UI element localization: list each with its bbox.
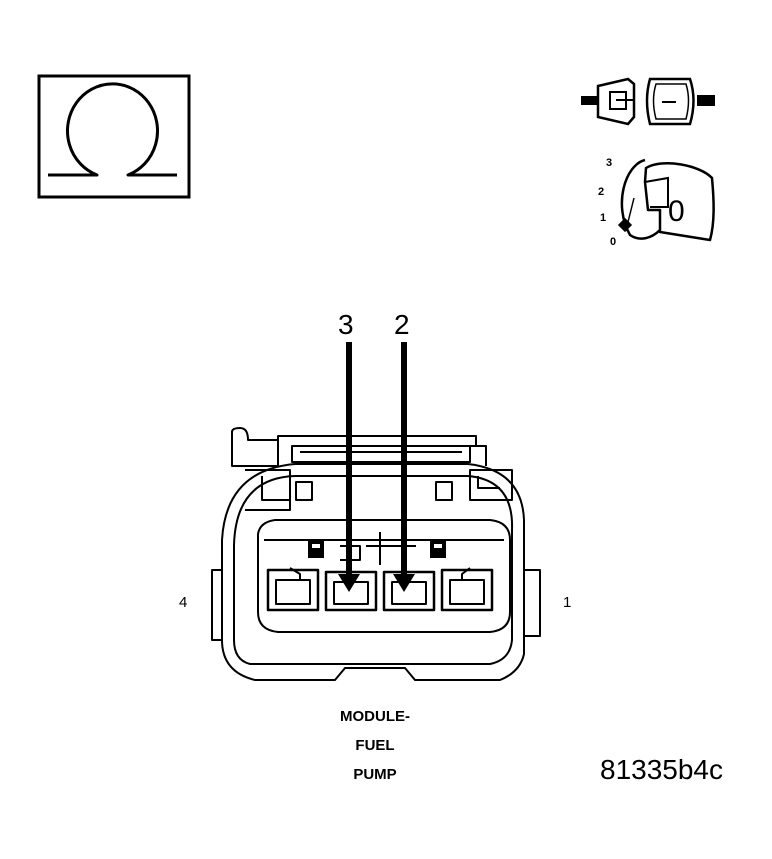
ignition-pointer-icon (617, 217, 633, 233)
pin-label-right: 1 (563, 594, 571, 611)
pin-label-left: 4 (179, 594, 187, 611)
ignition-key-label: 0 (668, 195, 685, 228)
probe-label-3: 3 (338, 309, 354, 340)
probe-arrow-3 (338, 342, 360, 592)
ohmmeter-icon (37, 74, 191, 199)
ignition-pos-0: 0 (610, 236, 616, 248)
probe-label-2: 2 (394, 309, 410, 340)
ignition-switch-icon: 3 2 1 0 0 (598, 157, 715, 248)
probe-arrow-2 (393, 342, 415, 592)
disconnected-connector-icon (581, 77, 715, 126)
ignition-pos-2: 2 (598, 186, 604, 198)
figure-id: 81335b4c (600, 754, 724, 785)
connector-caption-line-2: FUEL (355, 737, 395, 754)
connector-caption-line-1: MODULE- (340, 708, 410, 725)
ignition-pos-1: 1 (600, 212, 606, 224)
connector-caption-line-3: PUMP (353, 766, 397, 783)
ignition-pos-3: 3 (606, 157, 612, 169)
fuel-pump-module-connector (211, 427, 541, 681)
